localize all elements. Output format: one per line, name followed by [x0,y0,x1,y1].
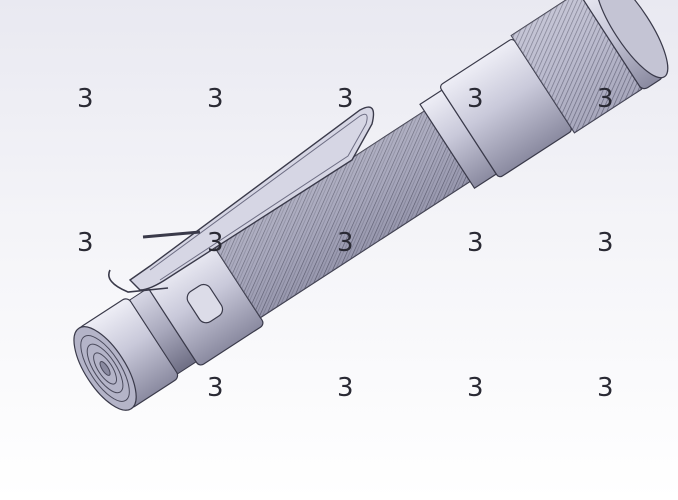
watermark-text: 3 [467,373,484,403]
tail-end-face [73,326,137,411]
watermark-text: 3 [77,84,94,114]
watermark-text: 3 [207,84,224,114]
pocket-clip [128,106,375,291]
watermark-text: 3 [77,228,94,258]
watermark-text: 3 [467,84,484,114]
watermark-text: 3 [597,228,614,258]
watermark-text: 3 [467,228,484,258]
watermark-text: 3 [207,228,224,258]
watermark-text: 3 [207,373,224,403]
watermark-text: 3 [597,373,614,403]
watermark-text: 3 [597,84,614,114]
watermark-text: 3 [337,84,354,114]
watermark-text: 3 [337,228,354,258]
head-end-face [595,0,669,79]
watermark-text: 3 [337,373,354,403]
